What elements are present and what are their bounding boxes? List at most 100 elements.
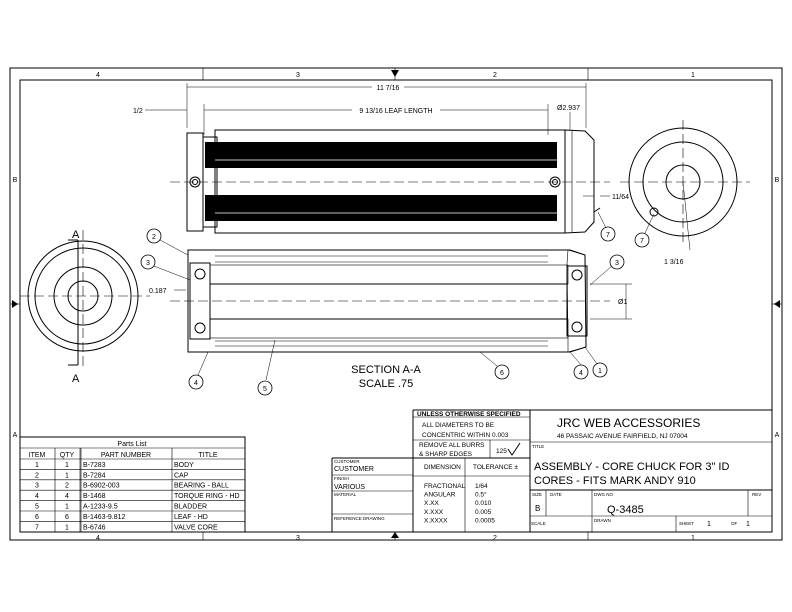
table-cell: 1 <box>65 504 69 511</box>
table-cell: CAP <box>174 472 189 479</box>
inner-border <box>19 79 773 533</box>
table-cell: A-1233-9.5 <box>83 504 118 511</box>
table-cell: 3 <box>35 483 39 490</box>
table-cell: 4 <box>35 493 39 500</box>
overall-length-dim: 11 7/16 <box>377 85 400 92</box>
dimension-type: FRACTIONAL <box>424 483 466 490</box>
table-cell: TORQUE RING - HD <box>174 493 240 500</box>
table-cell: B-7283 <box>83 462 106 469</box>
section-view <box>170 249 610 353</box>
surface-finish-value: 125 <box>496 448 507 455</box>
zone-col: 3 <box>296 72 300 79</box>
table-cell: 7 <box>35 524 39 531</box>
zone-col: 1 <box>691 72 695 79</box>
balloon: 3 <box>146 260 150 267</box>
material-label: MATERIAL <box>334 492 357 497</box>
tolerance-value: 0.010 <box>475 500 492 507</box>
company-address: 46 PASSAIC AVENUE FAIRFIELD, NJ 07004 <box>557 433 688 440</box>
section-marker: A <box>72 373 80 385</box>
zone-row: A <box>775 432 780 439</box>
table-cell: 1 <box>65 462 69 469</box>
section-marker: A <box>72 229 80 241</box>
size-value: B <box>535 504 540 513</box>
table-cell: 6 <box>35 514 39 521</box>
zone-row: B <box>775 177 780 184</box>
customer-label: CUSTOMER <box>334 459 360 464</box>
column-header: QTY <box>60 452 75 459</box>
table-cell: 6 <box>65 514 69 521</box>
company-name: JRC WEB ACCESSORIES <box>557 416 700 430</box>
zone-col: 2 <box>493 535 497 542</box>
finish-label: FINISH <box>334 476 349 481</box>
balloon: 4 <box>194 380 198 387</box>
table-cell: B-7284 <box>83 472 106 479</box>
bore-dim: Ø1 <box>618 299 627 306</box>
balloons: 2 3 4 5 6 4 1 3 7 7 <box>140 211 655 396</box>
column-header: ITEM <box>29 452 46 459</box>
balloon: 3 <box>615 260 619 267</box>
balloon: 2 <box>152 234 156 241</box>
dimension-type: X.XXXX <box>424 517 448 524</box>
zone-markers: 4 3 2 1 4 3 2 1 B A B A <box>10 68 782 542</box>
screw-icon <box>549 176 561 188</box>
zone-col: 4 <box>96 535 100 542</box>
table-cell: B-1463-9.812 <box>83 514 126 521</box>
column-header: PART NUMBER <box>101 452 151 459</box>
valve-core-icon <box>649 207 659 217</box>
note: ALL DIAMETERS TO BE <box>422 422 495 429</box>
top-view <box>170 129 610 234</box>
balloon: 4 <box>579 370 583 377</box>
sheet-value: 1 <box>707 521 711 528</box>
balloon: 1 <box>598 368 602 375</box>
note: REMOVE ALL BURRS <box>419 442 485 449</box>
unless-specified: UNLESS OTHERWISE SPECIFIED <box>417 411 521 418</box>
table-cell: LEAF - HD <box>174 514 208 521</box>
offset-dim: 1/2 <box>133 108 143 115</box>
table-cell: BLADDER <box>174 504 207 511</box>
table-row: 6 6 B-1463-9.812 LEAF - HD <box>20 514 245 522</box>
note: & SHARP EDGES <box>419 451 473 458</box>
dimensions: 11 7/16 9 13/16 LEAF LENGTH 1/2 Ø2.937 1… <box>133 83 691 320</box>
column-header: TITLE <box>198 452 217 459</box>
table-cell: BEARING - BALL <box>174 483 229 490</box>
finish-value: VARIOUS <box>334 484 365 491</box>
balloon: 7 <box>606 232 610 239</box>
drawing-title-line1: ASSEMBLY - CORE CHUCK FOR 3" ID <box>534 461 729 473</box>
table-cell: 1 <box>65 524 69 531</box>
table-row: 3 2 B-6902-003 BEARING - BALL <box>20 483 245 491</box>
drawn-label: DRAWN <box>594 518 611 523</box>
scale-label: SCALE <box>531 521 546 526</box>
table-cell: BODY <box>174 462 194 469</box>
table-cell: B-6902-003 <box>83 483 120 490</box>
zone-col: 4 <box>96 72 100 79</box>
table-cell: 2 <box>35 472 39 479</box>
section-title: SECTION A-A <box>351 364 421 376</box>
leaf-length-dim: 9 13/16 LEAF LENGTH <box>359 108 432 115</box>
dimension-header: DIMENSION <box>424 464 461 471</box>
tolerance-row: ANGULAR 0.5° <box>424 491 487 499</box>
dwg-label: DWG NO <box>594 492 613 497</box>
of-value: 1 <box>746 521 750 528</box>
diameter-dim: Ø2.937 <box>557 105 580 112</box>
rev-label: REV <box>752 492 761 497</box>
dimension-type: X.XXX <box>424 509 444 516</box>
of-label: OF <box>731 521 738 526</box>
dimension-type: ANGULAR <box>424 492 456 499</box>
tolerance-header: TOLERANCE ± <box>473 464 518 471</box>
leaf-band <box>205 195 557 221</box>
tolerance-value: 0.5° <box>475 491 487 499</box>
screw-icon <box>189 176 201 188</box>
table-cell: 2 <box>65 483 69 490</box>
drawing-number: Q-3485 <box>607 504 644 516</box>
bearing <box>566 265 588 337</box>
title-label: TITLE <box>532 444 544 449</box>
